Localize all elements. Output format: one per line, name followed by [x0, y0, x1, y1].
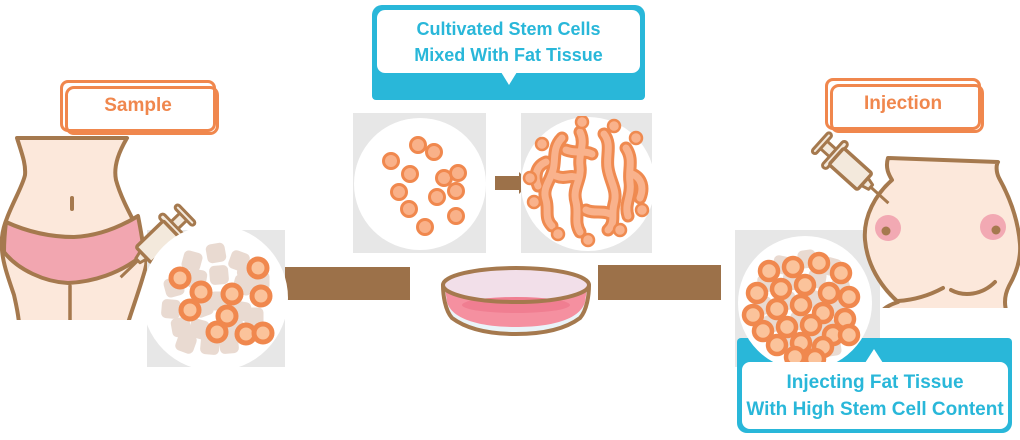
stem-cells-circle: [354, 118, 486, 250]
stem-cell-rings: [741, 251, 861, 371]
injecting-callout-line1: Injecting Fat Tissue: [786, 371, 964, 393]
injecting-callout-line2: With High Stem Cell Content: [746, 398, 1004, 420]
process-arrow-bar: [598, 265, 721, 300]
callout-tail-down: [500, 72, 517, 85]
injection-label: Injection: [825, 78, 984, 133]
fat-tissue-sample-circle: [142, 225, 288, 371]
cultivated-callout-line1: Cultivated Stem Cells: [416, 18, 601, 39]
injection-label-text: Injection: [863, 93, 943, 115]
cultivated-callout-box: Cultivated Stem Cells Mixed With Fat Tis…: [377, 10, 640, 73]
petri-dish-icon: [441, 266, 591, 336]
cultivated-callout: Cultivated Stem Cells Mixed With Fat Tis…: [372, 5, 645, 100]
sample-label: Sample: [60, 80, 219, 135]
sample-label-text: Sample: [104, 95, 172, 117]
enriched-fat-circle: [738, 236, 872, 371]
fat-cubes: [161, 242, 270, 355]
injecting-callout-box: Injecting Fat Tissue With High Stem Cell…: [742, 362, 1008, 429]
process-arrow-bar: [285, 267, 410, 300]
stem-cell-rings: [168, 256, 275, 346]
breast-illustration: [862, 156, 1020, 308]
loose-cells: [522, 116, 650, 248]
stem-cells: [382, 136, 467, 236]
cultivated-cells-circle: [521, 116, 655, 251]
syringe-icon: [810, 131, 890, 205]
cultivated-callout-line2: Mixed With Fat Tissue: [414, 44, 603, 65]
arrow-right-icon: [495, 176, 519, 190]
callout-tail-up: [865, 349, 883, 363]
cell-chains-fill: [532, 128, 646, 236]
